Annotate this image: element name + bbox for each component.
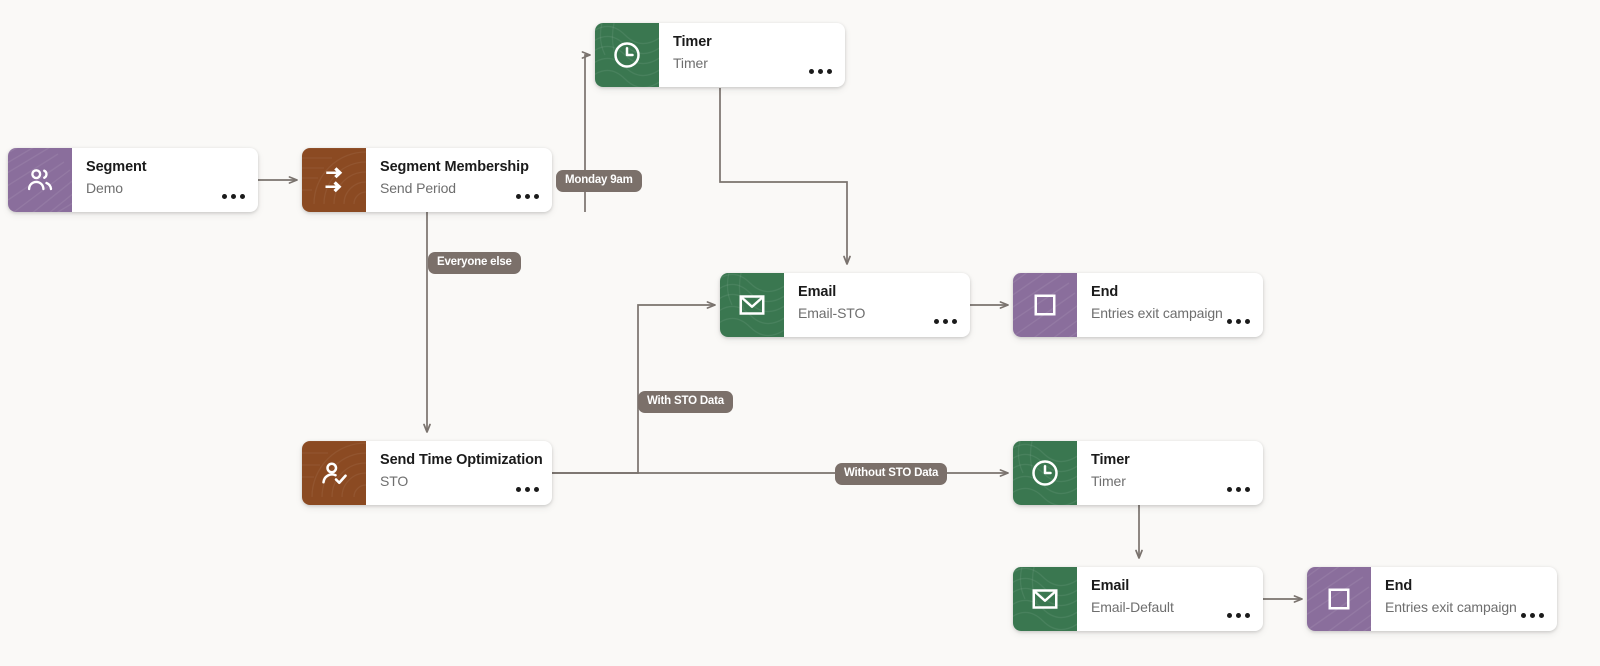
node-title: Email: [798, 284, 837, 300]
node-title: End: [1091, 284, 1119, 300]
node-icon-tile: [1013, 441, 1077, 505]
node-timer-bottom[interactable]: Timer Timer: [1013, 441, 1263, 505]
edge-label-without-sto-data[interactable]: Without STO Data: [835, 463, 948, 485]
node-icon-tile: [302, 441, 366, 505]
node-title: End: [1385, 578, 1413, 594]
node-subtitle: Entries exit campaign: [1091, 305, 1223, 321]
more-options-button[interactable]: [934, 319, 957, 324]
more-options-button[interactable]: [516, 194, 539, 199]
more-options-button[interactable]: [516, 487, 539, 492]
node-icon-tile: [302, 148, 366, 212]
more-options-button[interactable]: [1227, 613, 1250, 618]
envelope-icon: [1032, 589, 1058, 609]
person-check-icon: [322, 462, 347, 485]
node-subtitle: Timer: [1091, 473, 1126, 489]
node-segment[interactable]: Segment Demo: [8, 148, 258, 212]
more-options-button[interactable]: [222, 194, 245, 199]
node-body: Timer Timer: [659, 23, 845, 87]
node-send-time-optimization[interactable]: Send Time Optimization STO: [302, 441, 552, 505]
node-body: Send Time Optimization STO: [366, 441, 552, 505]
node-end-top[interactable]: End Entries exit campaign: [1013, 273, 1263, 337]
node-subtitle: Email-Default: [1091, 599, 1174, 615]
texture-pattern: [1013, 567, 1077, 631]
clock-icon: [1032, 460, 1058, 486]
node-subtitle: STO: [380, 473, 409, 489]
node-subtitle: Email-STO: [798, 305, 866, 321]
more-options-button[interactable]: [1227, 319, 1250, 324]
more-options-button[interactable]: [1227, 487, 1250, 492]
node-subtitle: Timer: [673, 55, 708, 71]
node-body: Email Email-STO: [784, 273, 970, 337]
edge-timer-to-email-sto: [719, 88, 851, 265]
node-title: Timer: [673, 34, 712, 50]
shuffle-arrows-icon: [325, 167, 343, 193]
stop-square-icon: [1328, 588, 1350, 610]
node-icon-tile: [720, 273, 784, 337]
node-subtitle: Demo: [86, 180, 123, 196]
node-title: Timer: [1091, 452, 1130, 468]
node-body: End Entries exit campaign: [1371, 567, 1557, 631]
node-icon-tile: [595, 23, 659, 87]
node-body: Segment Membership Send Period: [366, 148, 552, 212]
node-end-bottom[interactable]: End Entries exit campaign: [1307, 567, 1557, 631]
stop-square-icon: [1034, 294, 1056, 316]
clock-icon: [614, 42, 640, 68]
node-body: Segment Demo: [72, 148, 258, 212]
people-icon: [27, 169, 53, 191]
edge-label-everyone-else[interactable]: Everyone else: [428, 252, 521, 274]
node-segment-membership[interactable]: Segment Membership Send Period: [302, 148, 552, 212]
texture-pattern: [720, 273, 784, 337]
node-icon-tile: [8, 148, 72, 212]
envelope-icon: [739, 295, 765, 315]
node-subtitle: Entries exit campaign: [1385, 599, 1517, 615]
node-email-sto[interactable]: Email Email-STO: [720, 273, 970, 337]
node-icon-tile: [1013, 273, 1077, 337]
node-body: End Entries exit campaign: [1077, 273, 1263, 337]
node-body: Email Email-Default: [1077, 567, 1263, 631]
node-title: Segment Membership: [380, 159, 529, 175]
more-options-button[interactable]: [1521, 613, 1544, 618]
edge-label-monday-9am[interactable]: Monday 9am: [556, 170, 642, 192]
node-title: Segment: [86, 159, 147, 175]
node-title: Send Time Optimization: [380, 452, 543, 468]
node-icon-tile: [1307, 567, 1371, 631]
node-timer-top[interactable]: Timer Timer: [595, 23, 845, 87]
node-title: Email: [1091, 578, 1130, 594]
more-options-button[interactable]: [809, 69, 832, 74]
edge-label-with-sto-data[interactable]: With STO Data: [638, 391, 733, 413]
node-subtitle: Send Period: [380, 180, 456, 196]
node-email-default[interactable]: Email Email-Default: [1013, 567, 1263, 631]
node-icon-tile: [1013, 567, 1077, 631]
node-body: Timer Timer: [1077, 441, 1263, 505]
edge-sto-to-email-sto: [552, 301, 716, 474]
